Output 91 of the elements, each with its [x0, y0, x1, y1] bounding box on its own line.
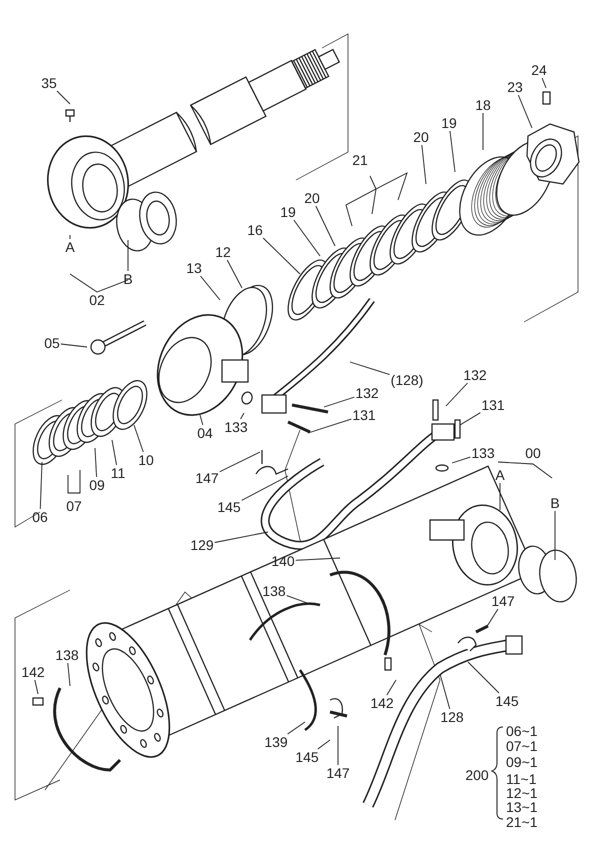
- callout-number: 128: [439, 709, 465, 725]
- leader-line: [317, 740, 330, 750]
- leader-line: [450, 130, 456, 172]
- leader-line: [468, 662, 500, 694]
- callout-number: 147: [194, 470, 220, 486]
- leader-line: [262, 238, 300, 274]
- callout-number: 133: [470, 445, 496, 461]
- callout-number: 12: [214, 244, 232, 260]
- leader-line: [293, 220, 320, 256]
- callout-number: 20: [412, 129, 430, 145]
- leader-line: [421, 144, 426, 184]
- leader-line: [200, 276, 220, 300]
- leader-line: [542, 78, 546, 88]
- leader-line: [56, 90, 70, 104]
- callout-number: 145: [294, 749, 320, 765]
- part-list-entry: 13~1: [505, 799, 539, 815]
- leader-line: [219, 452, 260, 472]
- leader-line: [295, 558, 340, 561]
- callout-number: 140: [270, 553, 296, 569]
- leader-line: [134, 424, 144, 452]
- callout-number: 138: [54, 647, 80, 663]
- callout-number: 129: [189, 537, 215, 553]
- leader-line: [440, 674, 450, 710]
- leader-line: [518, 94, 532, 128]
- callout-number: 02: [88, 292, 106, 308]
- leader-line: [287, 722, 306, 734]
- callout-number: 09: [88, 477, 106, 493]
- callout-number: 147: [490, 593, 516, 609]
- callout-number: (128): [390, 372, 424, 388]
- callout-number: 19: [440, 115, 458, 131]
- callout-number: 16: [246, 222, 264, 238]
- callout-number: 07: [65, 498, 83, 514]
- leader-line: [34, 680, 38, 694]
- callout-number: A: [494, 467, 506, 483]
- callout-number: 145: [216, 499, 242, 515]
- callout-number: 18: [474, 97, 492, 113]
- callout-number: 200: [464, 767, 490, 783]
- leader-line: [308, 418, 352, 434]
- leader-line: [315, 206, 336, 246]
- part-list-entry: 21~1: [505, 814, 539, 830]
- callout-number: 139: [263, 734, 289, 750]
- callout-number: 06: [31, 509, 49, 525]
- callout-number: 131: [480, 397, 506, 413]
- part-list-entry: 11~1: [505, 771, 538, 787]
- leader-line: [350, 362, 390, 375]
- callout-number: 142: [369, 695, 395, 711]
- callout-number: 21: [351, 152, 369, 168]
- callout-number: 23: [506, 79, 524, 95]
- callout-number: 04: [196, 425, 214, 441]
- callout-number: 19: [279, 204, 297, 220]
- callout-number: 11: [110, 465, 126, 481]
- part-list-entry: 07~1: [505, 738, 539, 754]
- callout-number: 147: [325, 765, 351, 781]
- callout-number: B: [122, 271, 134, 287]
- callout-number: 00: [524, 445, 542, 461]
- leader-line: [214, 532, 268, 543]
- callout-number: 131: [351, 407, 377, 423]
- callout-number: 145: [494, 693, 520, 709]
- leader-line: [40, 462, 42, 510]
- leader-line: [554, 510, 556, 560]
- part-list-entry: 06~1: [505, 723, 539, 739]
- leader-line: [460, 412, 481, 426]
- callout-number: 142: [20, 664, 46, 680]
- leader-line: [94, 448, 98, 478]
- callout-number: 132: [354, 385, 380, 401]
- leader-line: [446, 382, 468, 406]
- leader-line: [386, 680, 396, 696]
- callout-number: 35: [40, 75, 58, 91]
- leader-line: [60, 344, 88, 348]
- part-list-entry: 09~1: [505, 754, 539, 770]
- leader-line: [324, 396, 355, 408]
- callout-number: 13: [185, 260, 203, 276]
- leader-line: [112, 440, 117, 466]
- leader-line: [200, 414, 204, 426]
- leader-line: [67, 662, 70, 686]
- leader-line: [226, 260, 242, 288]
- leader-line: [486, 608, 498, 628]
- callout-number: 05: [43, 335, 61, 351]
- leader-line: [452, 456, 471, 464]
- callout-number: B: [549, 495, 561, 511]
- callout-number: 133: [223, 419, 249, 435]
- callout-number: 20: [303, 190, 321, 206]
- callout-number: 24: [530, 62, 548, 78]
- leader-line: [241, 476, 288, 501]
- callout-number: 138: [261, 583, 287, 599]
- leader-line: [240, 412, 244, 420]
- part-list-entry: 12~1: [505, 785, 539, 801]
- leader-line: [482, 112, 484, 150]
- callout-number: A: [64, 239, 76, 255]
- callout-number: 10: [137, 452, 155, 468]
- callout-number: 132: [462, 367, 488, 383]
